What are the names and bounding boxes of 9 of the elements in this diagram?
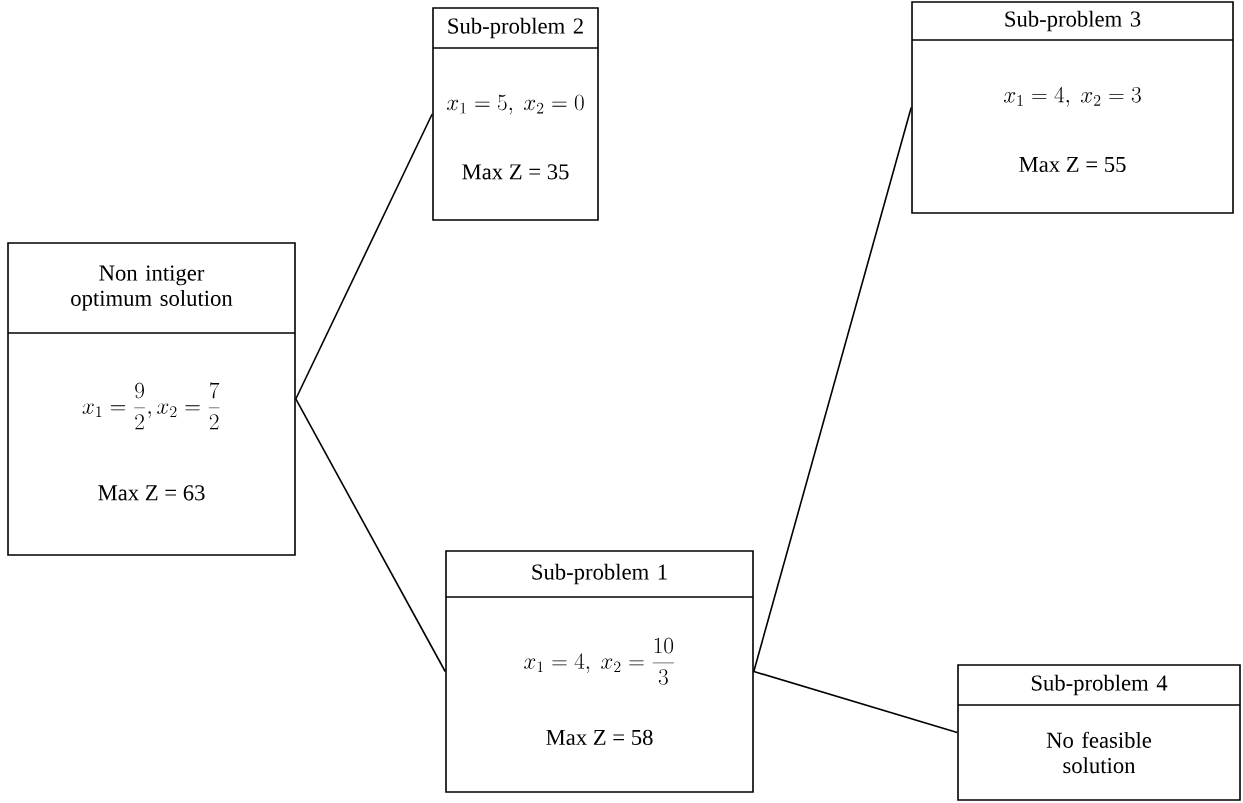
table-box: Non intiger optimum solution $x_1 = \frac{9}{2}, x_2 = \frac{7}{2}$ Max Z = 63 bbox=[7, 242, 296, 556]
table-box: Sub-problem 3 $x_1 = 4,\ x_2 = 3$ Max Z = 55 bbox=[911, 1, 1234, 214]
table-box: Sub-problem 1 $x_1 = 4,\ x_2 = \frac{10}{3}$ Max Z = 58 bbox=[445, 550, 754, 793]
connector-line bbox=[295, 398, 446, 673]
connector-line bbox=[753, 670, 958, 734]
connector-line bbox=[295, 113, 433, 400]
table-box: Sub-problem 2 $x_1 = 5,\ x_2 = 0$ Max Z = 35 bbox=[432, 7, 599, 221]
connector-line bbox=[753, 106, 912, 673]
table-box: Sub-problem 4 No feasible solution bbox=[957, 664, 1241, 801]
